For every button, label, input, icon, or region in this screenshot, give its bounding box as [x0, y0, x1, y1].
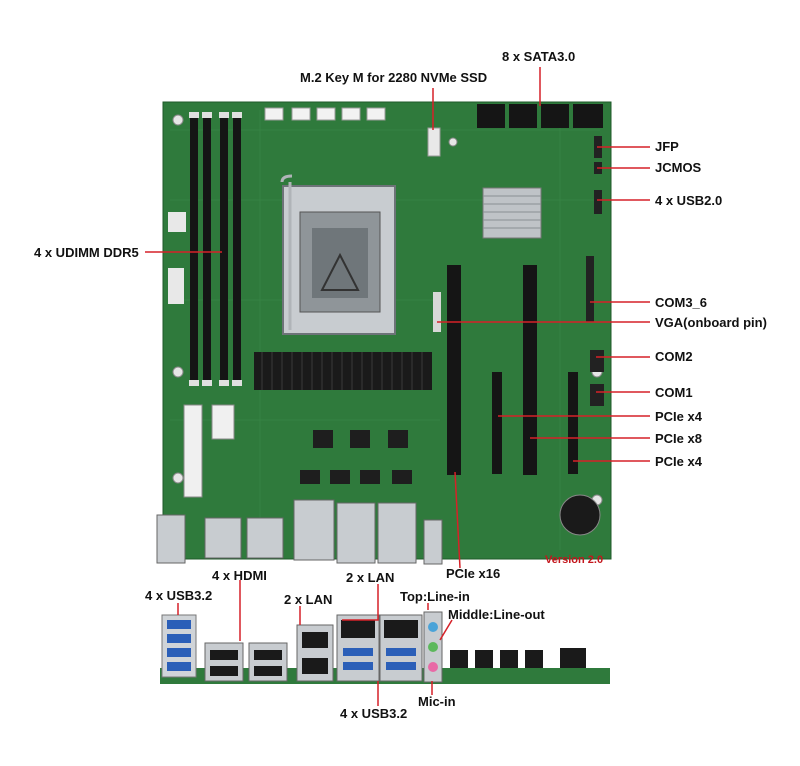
label-com2: COM2 — [655, 349, 693, 364]
label-mic-in: Mic-in — [418, 694, 456, 709]
label-m2: M.2 Key M for 2280 NVMe SSD — [300, 70, 488, 85]
label-line-out: Middle:Line-out — [448, 607, 545, 622]
label-usb32-bottom: 4 x USB3.2 — [340, 706, 408, 721]
label-usb20: 4 x USB2.0 — [655, 193, 723, 208]
label-pcie-x16: PCIe x16 — [446, 566, 501, 581]
label-ddr5: 4 x UDIMM DDR5 — [34, 245, 139, 260]
label-lan-small: 2 x LAN — [284, 592, 333, 607]
label-lan-top: 2 x LAN — [346, 570, 395, 585]
label-vga: VGA(onboard pin) — [655, 315, 767, 330]
label-usb32-left: 4 x USB3.2 — [145, 588, 213, 603]
vga-header — [433, 292, 441, 332]
label-pcie-x8: PCIe x8 — [655, 431, 702, 446]
vrm-heatsink — [254, 352, 432, 390]
label-pcie-x4-b: PCIe x4 — [655, 454, 702, 469]
label-jcmos: JCMOS — [655, 160, 702, 175]
sata-ports — [477, 104, 603, 128]
version-label: Version 2.0 — [545, 554, 604, 566]
m2-slot — [427, 127, 441, 157]
pcie-slots — [447, 265, 578, 475]
label-sata: 8 x SATA3.0 — [502, 49, 576, 64]
rear-io-panel-view — [160, 611, 610, 684]
label-jfp: JFP — [655, 139, 679, 154]
label-hdmi: 4 x HDMI — [212, 568, 267, 583]
cpu-socket — [280, 174, 396, 335]
chipset-heatsink — [482, 187, 542, 239]
label-pcie-x4-a: PCIe x4 — [655, 409, 702, 424]
leader-lines — [145, 67, 650, 706]
label-com1: COM1 — [655, 385, 693, 400]
label-line-in: Top:Line-in — [400, 589, 470, 604]
motherboard-top-view — [156, 101, 612, 565]
label-com3-6: COM3_6 — [655, 295, 708, 310]
rear-io-top — [156, 499, 443, 565]
ddr5-slots — [189, 112, 242, 386]
